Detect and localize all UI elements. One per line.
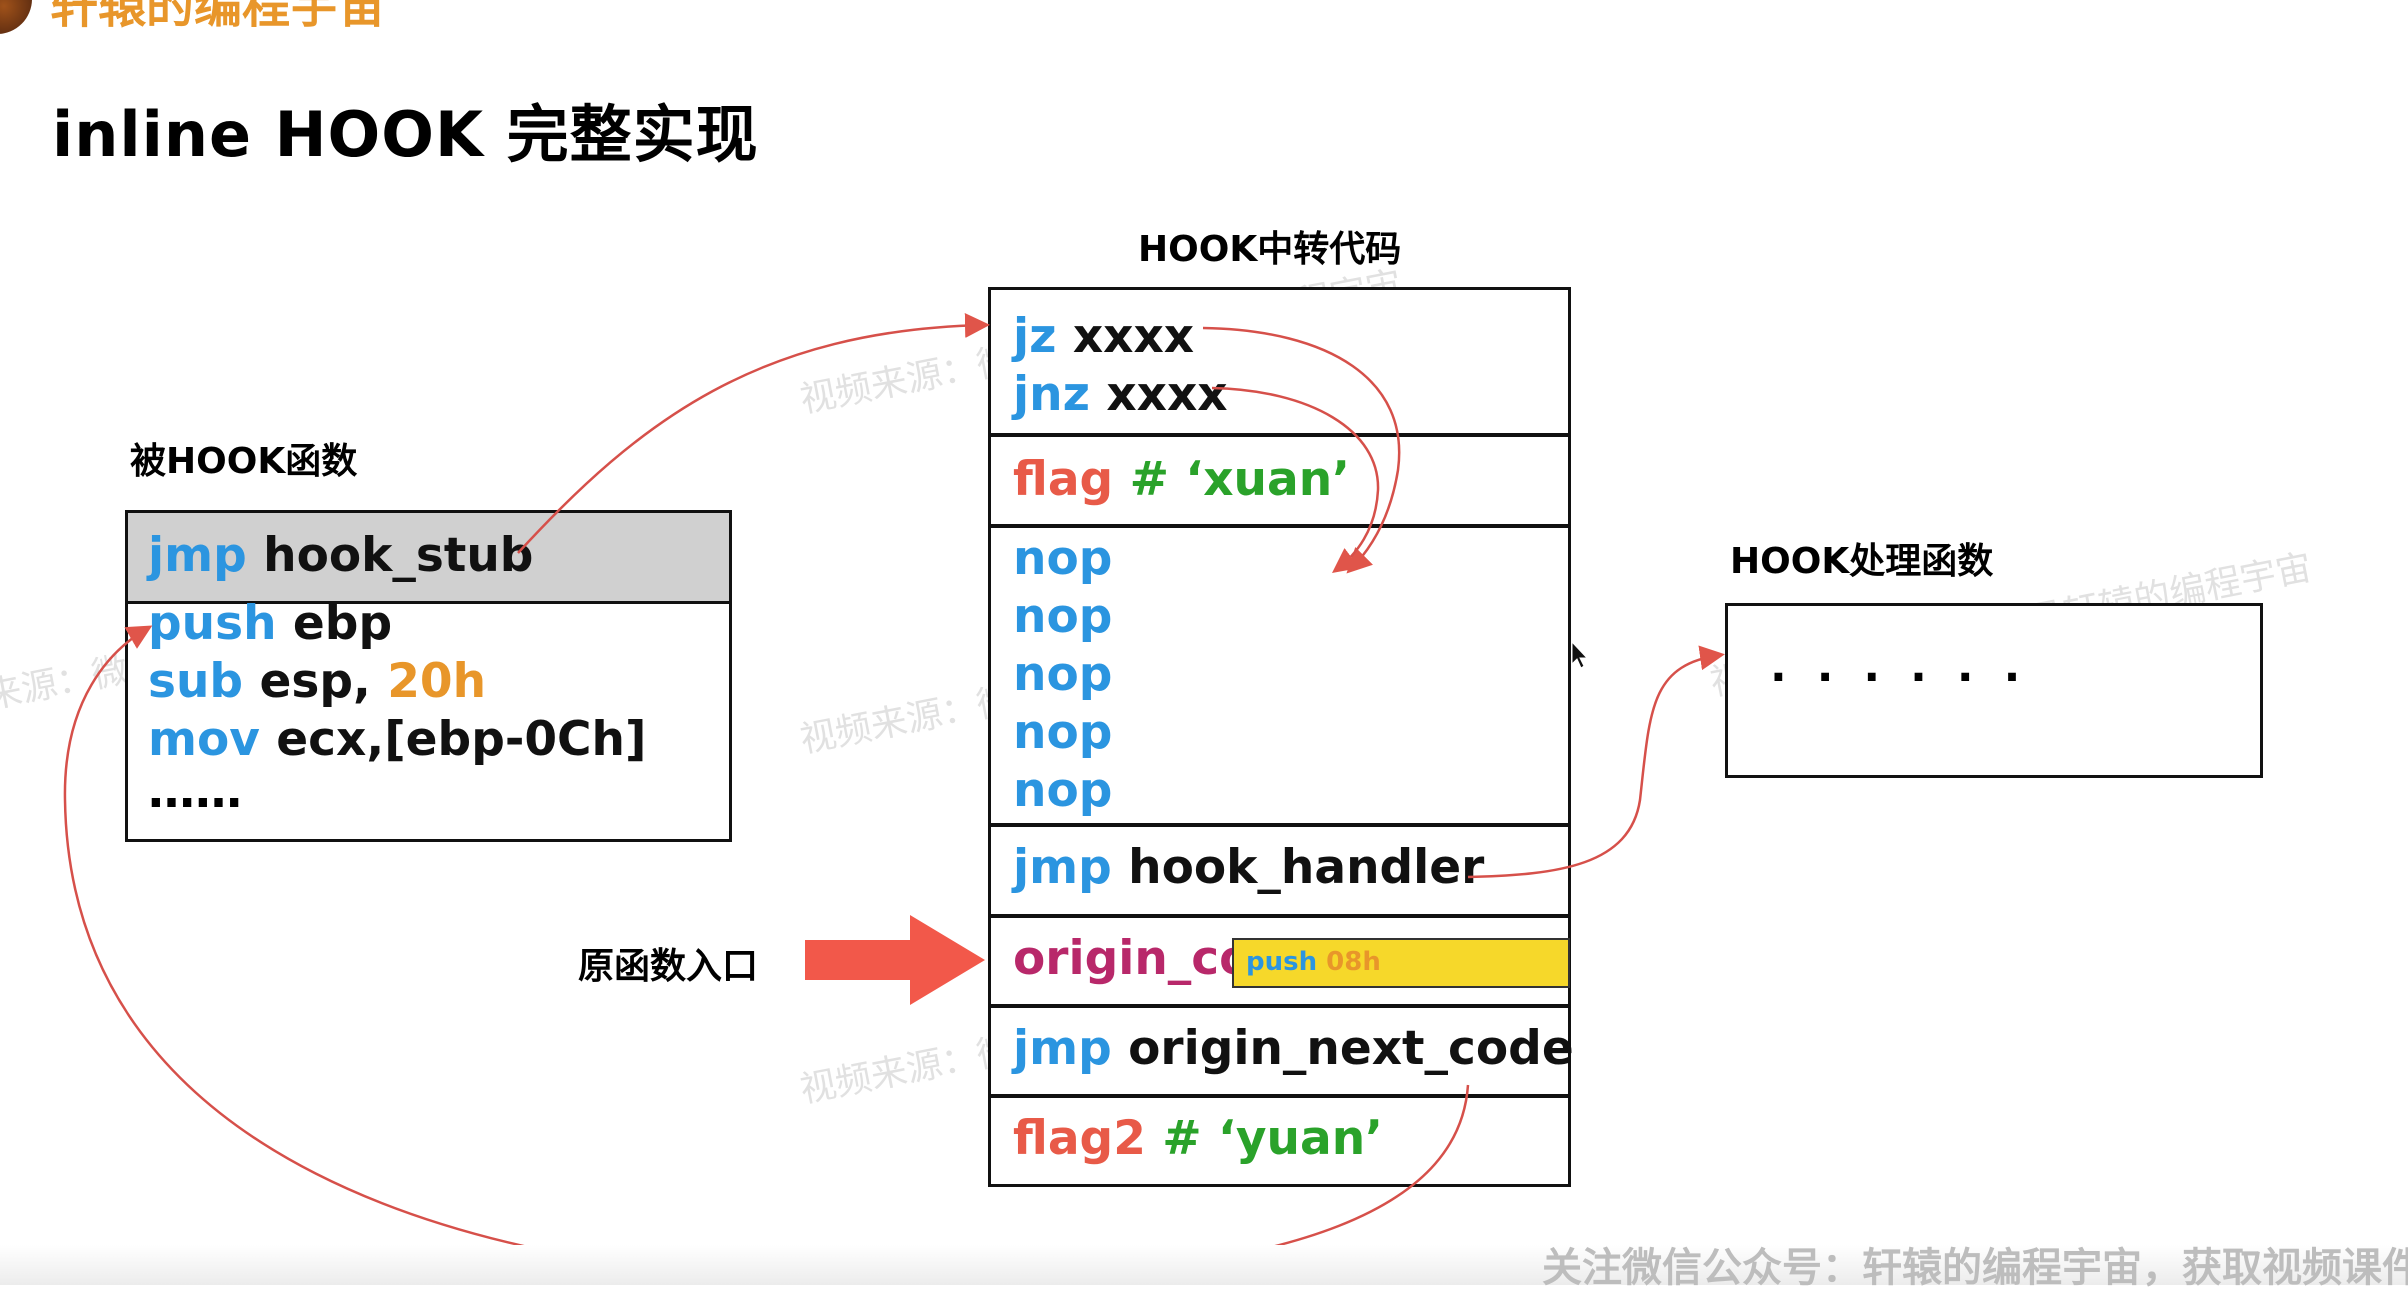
keyword: jmp — [1013, 840, 1112, 895]
operand: ebp — [292, 596, 393, 651]
code-line-nop: nop — [1013, 589, 1113, 644]
keyword: jnz — [1013, 367, 1090, 422]
code-line: sub esp, 20h — [148, 653, 486, 711]
code-line: jmp origin_next_code — [1013, 1020, 1574, 1078]
immediate-value: 20h — [387, 654, 487, 709]
stub-section-flag: flag # ‘xuan’ — [991, 437, 1568, 528]
flag-name: flag — [1013, 452, 1114, 507]
footer-bar — [0, 1245, 2408, 1285]
stub-section-jmp-handler: jmp hook_handler — [991, 827, 1568, 918]
keyword: jmp — [1013, 1021, 1112, 1076]
operand: esp, — [259, 654, 371, 709]
handler-label: HOOK处理函数 — [1730, 541, 1994, 582]
operand: hook_handler — [1128, 840, 1485, 895]
code-line: flag # ‘xuan’ — [1013, 451, 1350, 509]
origin-code-text: origin_co — [1013, 931, 1252, 986]
code-line: jmp hook_stub — [148, 527, 533, 585]
keyword: push — [148, 596, 277, 651]
code-line-nop: nop — [1013, 647, 1113, 702]
code-line-nop: nop — [1013, 531, 1113, 586]
entry-label: 原函数入口 — [578, 946, 759, 987]
operand: origin_next_code — [1128, 1021, 1574, 1076]
stub-box: jz xxxx jnz xxxx flag # ‘xuan’ nop nop n… — [988, 287, 1574, 1187]
code-line-ellipsis: …… — [148, 764, 242, 819]
patched-instruction-row: jmp hook_stub — [128, 513, 729, 604]
stub-section-jmp-next: jmp origin_next_code — [991, 1008, 1574, 1098]
footer-notice: 关注微信公众号：轩辕的编程宇宙，获取视频课件 — [1542, 1245, 2408, 1291]
stub-label: HOOK中转代码 — [1138, 229, 1402, 270]
origin-code-overlay: push 08h — [1232, 938, 1570, 988]
keyword: sub — [148, 654, 244, 709]
code-line-nop: nop — [1013, 763, 1113, 818]
entry-arrow-icon — [805, 915, 985, 1005]
operand: xxxx — [1106, 367, 1228, 422]
flag-value: ‘yuan’ — [1218, 1111, 1384, 1166]
keyword: jmp — [148, 528, 247, 583]
flag-name: flag2 — [1013, 1111, 1146, 1166]
hooked-function-label: 被HOOK函数 — [130, 441, 358, 482]
code-line: jz xxxx — [1013, 308, 1194, 366]
handler-ellipsis: ······ — [1770, 652, 2051, 703]
code-line-nop: nop — [1013, 705, 1113, 760]
operand: ecx,[ebp-0Ch] — [276, 712, 647, 767]
operand: hook_stub — [263, 528, 534, 583]
stub-section-nops: nop nop nop nop nop — [991, 528, 1568, 827]
flag-value: ‘xuan’ — [1185, 452, 1351, 507]
keyword: jz — [1013, 309, 1057, 364]
mouse-cursor-icon — [1571, 640, 1589, 669]
code-line: jnz xxxx — [1013, 366, 1228, 424]
channel-logo-avatar — [0, 0, 32, 34]
overlay-keyword: push — [1246, 947, 1318, 977]
channel-logo-text: 轩辕的编程宇宙 — [50, 0, 387, 34]
keyword: mov — [148, 712, 260, 767]
handler-box: ······ — [1725, 603, 2263, 778]
code-line: jmp hook_handler — [1013, 839, 1484, 897]
code-line: mov ecx,[ebp-0Ch] — [148, 711, 646, 769]
stub-section-jumps: jz xxxx jnz xxxx — [991, 290, 1568, 437]
operand: xxxx — [1072, 309, 1195, 364]
flag-hash: # — [1162, 1111, 1202, 1166]
stub-section-flag2: flag2 # ‘yuan’ — [991, 1098, 1568, 1184]
hooked-function-box: jmp hook_stub push ebp sub esp, 20h mov … — [125, 510, 732, 842]
flag-hash: # — [1129, 452, 1169, 507]
page-title: inline HOOK 完整实现 — [52, 98, 759, 171]
code-line: flag2 # ‘yuan’ — [1013, 1110, 1383, 1168]
code-line: push ebp — [148, 595, 392, 653]
overlay-number: 08h — [1326, 947, 1381, 977]
